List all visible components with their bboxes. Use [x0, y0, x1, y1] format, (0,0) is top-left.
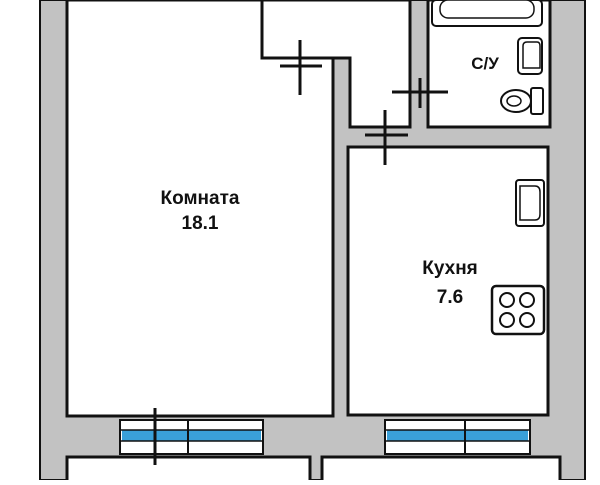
window-living — [119, 419, 264, 455]
room-kitchen-area: 7.6 — [436, 287, 464, 308]
room-kitchen-name: Кухня — [422, 258, 478, 279]
kitchen-sink-icon — [515, 179, 545, 227]
room-lower-right — [320, 455, 562, 485]
bathroom-sink-icon — [517, 37, 543, 75]
room-bathroom-name: С/У — [471, 54, 499, 73]
stove-icon — [490, 284, 546, 336]
room-living — [65, 0, 335, 418]
room-living-area: 18.1 — [181, 213, 219, 234]
door-mark-bathroom — [392, 78, 448, 108]
room-living-name: Комната — [160, 188, 240, 209]
toilet-icon — [500, 87, 544, 115]
door-mark-kitchen — [365, 110, 408, 165]
bathtub-icon — [431, 0, 543, 27]
window-kitchen — [384, 419, 531, 455]
room-lower-left — [65, 455, 312, 485]
room-kitchen — [346, 145, 550, 417]
room-corridor — [260, 0, 412, 129]
door-mark-corridor — [280, 40, 322, 95]
